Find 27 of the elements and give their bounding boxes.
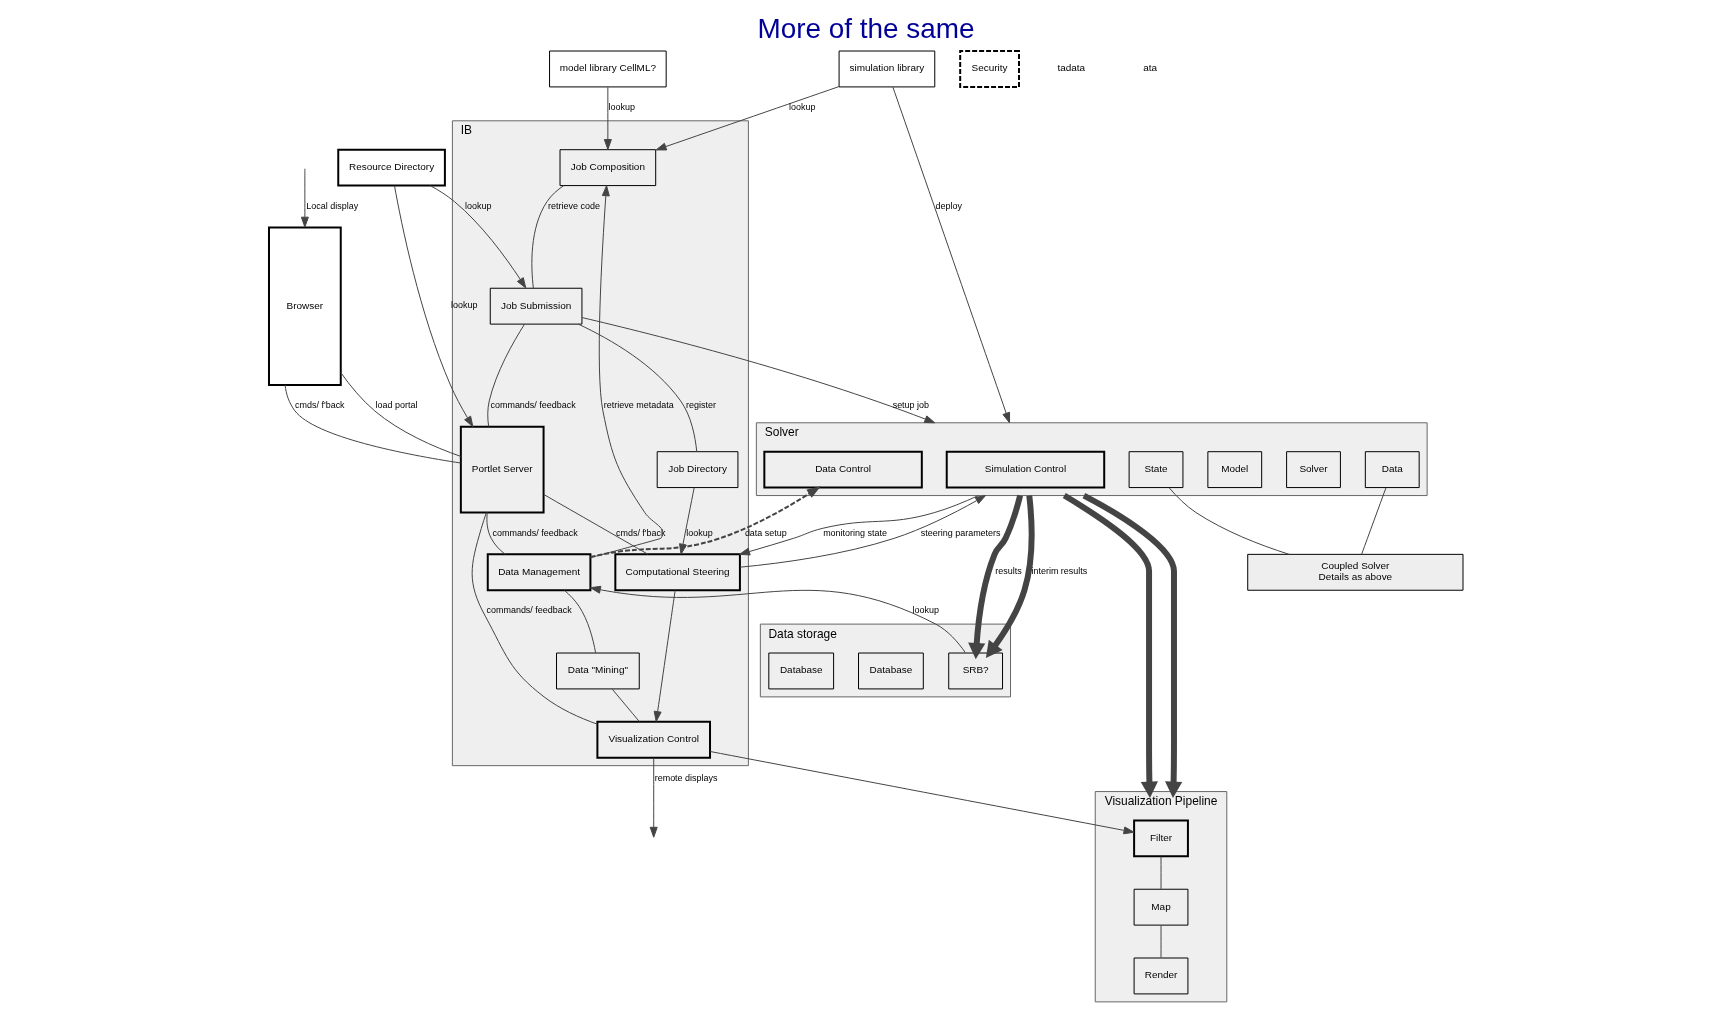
edge-label: steering parameters xyxy=(920,527,1001,538)
edge-label: setup job xyxy=(892,400,929,411)
edge-label: cmds/ f'back xyxy=(294,400,345,411)
edge-label: cmds/ f'back xyxy=(615,527,666,538)
edge-label: lookup xyxy=(788,102,815,113)
edge-label: lookup xyxy=(608,102,635,113)
edge-label: deploy xyxy=(935,200,962,211)
edge-label: lookup xyxy=(464,200,492,211)
edge-label: Local display xyxy=(305,200,358,211)
edge-label: lookup xyxy=(912,605,939,616)
edge-label: commands/ feedback xyxy=(489,400,576,411)
edge-label: monitoring state xyxy=(822,527,887,538)
edge-label: retrieve metadata xyxy=(603,400,674,411)
edge-label: lookup xyxy=(685,527,713,538)
edge-label: results xyxy=(994,566,1022,577)
edge-label: lookup xyxy=(450,300,478,311)
edge-label: commands/ feedback xyxy=(486,605,572,616)
edge-label: retrieve code xyxy=(547,200,600,211)
edge-label: data setup xyxy=(744,527,787,538)
label: ata xyxy=(1142,62,1157,74)
edge-label: interim results xyxy=(1030,566,1087,577)
edge-label: register xyxy=(685,400,716,411)
label: tadata xyxy=(1056,62,1085,74)
edge-label: commands/ feedback xyxy=(491,527,578,538)
edge-label: remote displays xyxy=(654,772,718,783)
diagram-title: More of the same xyxy=(756,13,975,45)
edge-label: load portal xyxy=(375,400,418,411)
